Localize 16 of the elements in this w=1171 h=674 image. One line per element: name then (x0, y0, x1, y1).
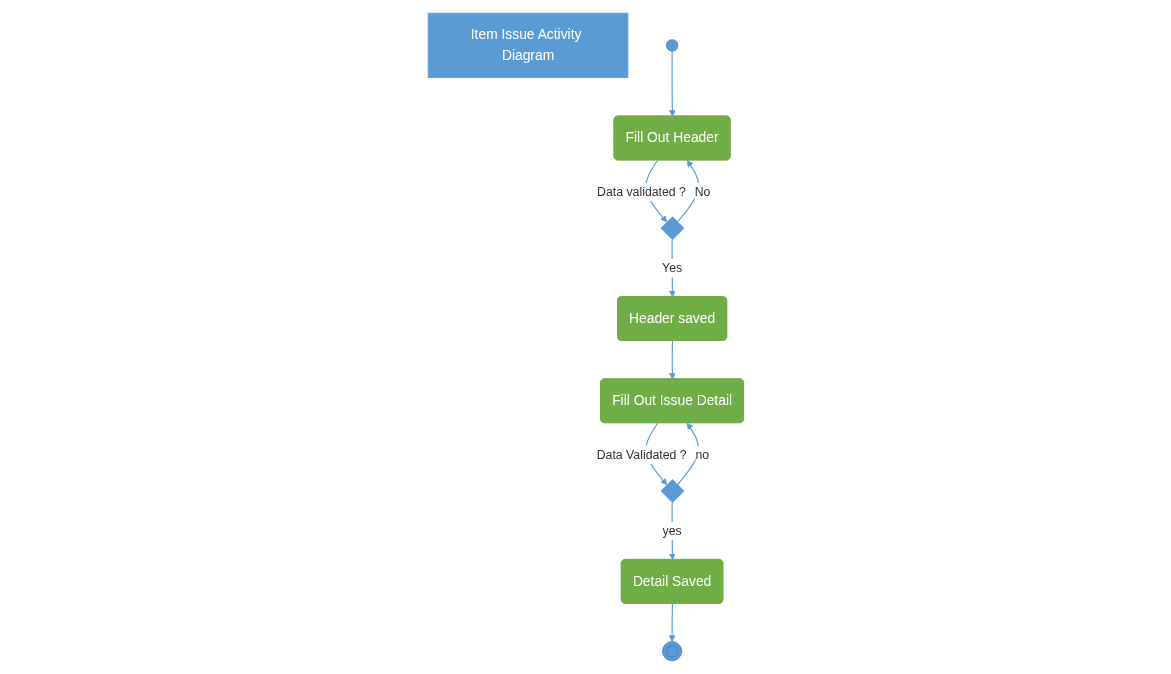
edge-label: Yes (661, 261, 682, 275)
edge-label: yes (662, 524, 682, 538)
arrow (668, 340, 676, 380)
edge-label: no (695, 448, 709, 462)
node-diamond (660, 216, 685, 241)
arrow (668, 603, 676, 642)
node-diamond (660, 479, 685, 503)
arrow (676, 159, 699, 223)
node-box: Item Issue Activity Diagram (427, 12, 628, 79)
node-circle (661, 641, 682, 662)
arrow (668, 50, 676, 117)
edge-label: Data Validated ? (596, 447, 687, 462)
arrow (676, 422, 699, 486)
edge-label: No (694, 185, 711, 199)
node-circle (665, 39, 678, 52)
edge-label: Data validated ? (596, 185, 686, 199)
